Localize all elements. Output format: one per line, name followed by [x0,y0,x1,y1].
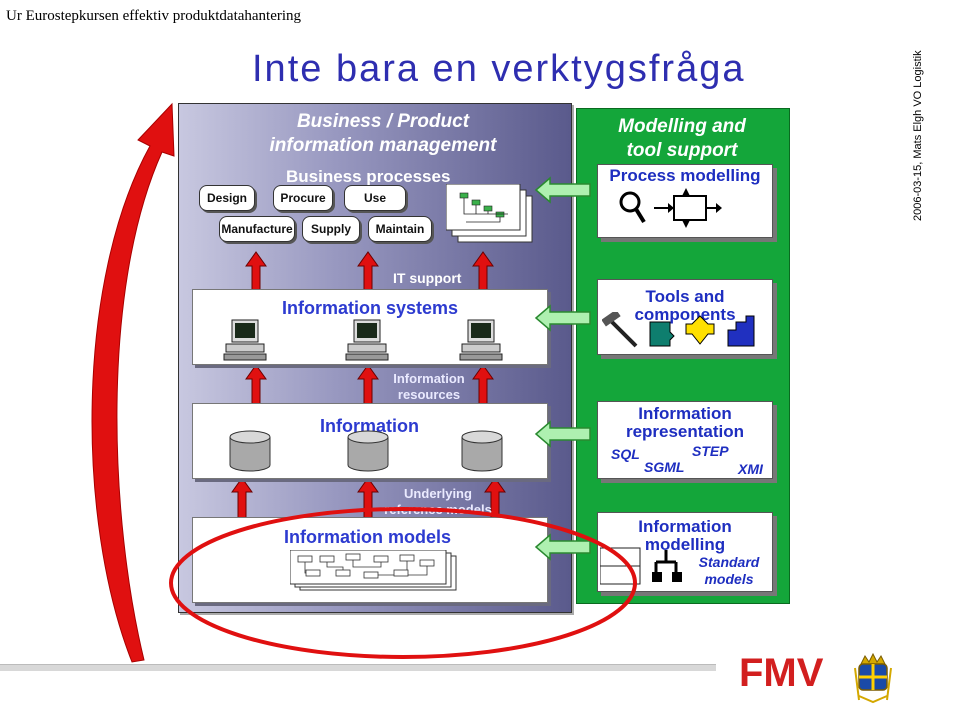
information-models-title: Information models [284,527,452,547]
information-modelling-title: Information modelling [638,517,732,554]
highlight-ellipse [169,507,637,659]
header-text: Ur Eurostepkursen effektiv produktdataha… [6,8,302,24]
computer-icon [459,319,503,361]
information-title: Information [320,416,419,436]
information-systems-title: Information systems [282,298,459,318]
slide-title: Inte bara en verktygsfråga [252,48,746,90]
tech-step: STEP [692,443,729,459]
fmv-logo-text: FMV [739,651,824,695]
database-icon [229,430,271,472]
database-icon [461,430,503,472]
database-icon [347,430,389,472]
process-procure: Procure [273,185,333,211]
process-maintain: Maintain [368,216,432,242]
tech-sql: SQL [611,446,640,462]
business-panel-title: Business / Product information managemen… [269,111,497,156]
computer-icon [345,319,389,361]
fmv-logo: FMV [739,651,892,704]
tech-xmi: XMI [738,461,763,477]
information-representation-box [597,401,773,479]
process-design: Design [199,185,255,211]
magnifier-icon [619,191,646,224]
modelling-panel-title: Modelling and tool support [618,116,746,161]
data-model-diagram [290,550,457,591]
process-manufacture: Manufacture [219,216,295,242]
process-modelling-title: Process modelling [609,166,761,185]
tools-components-title: Tools and components [634,287,736,324]
tech-sgml: SGML [644,459,685,475]
process-flow-diagram [446,184,533,243]
crown-emblem-icon [854,652,892,704]
process-supply: Supply [302,216,360,242]
tools-symbols [602,312,755,348]
computer-icon [223,319,267,361]
standard-models-label: Standard models [698,554,760,587]
process-modelling-symbol [619,188,722,228]
footer-bar [0,664,716,671]
it-support-label: IT support [393,270,462,286]
business-processes-label: Business processes [286,167,451,186]
red-curved-arrow [91,102,175,663]
hammer-icon [602,312,638,348]
information-resources-label: Information resources [393,371,465,402]
information-representation-title: Information representation [625,404,745,441]
process-use: Use [344,185,406,211]
side-date-author: 2006-03-15, Mats Elgh VO Logistik [912,50,924,221]
puzzle-icon [685,315,715,345]
